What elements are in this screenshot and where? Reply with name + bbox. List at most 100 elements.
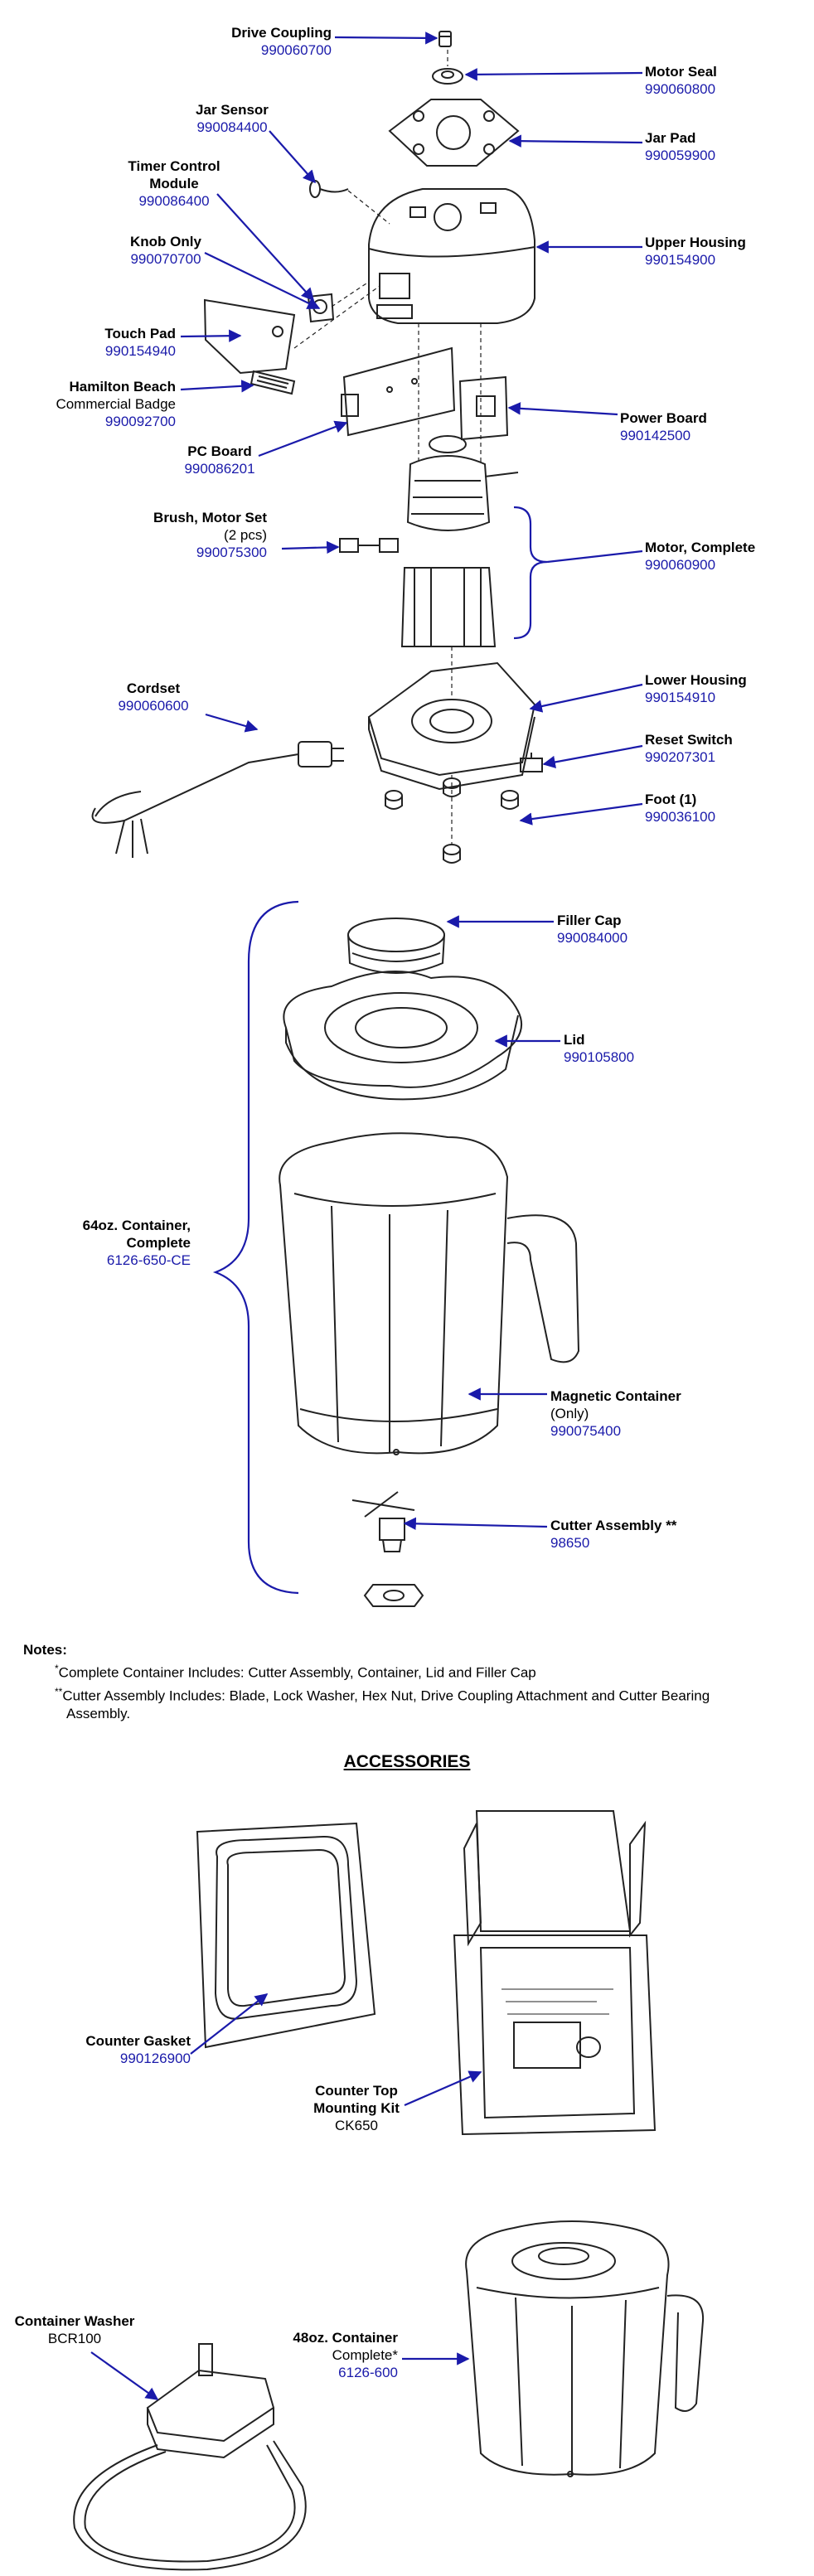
label-counter-top-kit: Counter Top Mounting Kit CK650 (298, 2082, 414, 2134)
part-number: 990070700 (130, 251, 201, 267)
part-name: Counter Gasket (85, 2033, 191, 2049)
part-name: Foot (1) (645, 792, 697, 807)
part-name: 64oz. Container, Complete (82, 1218, 191, 1251)
container-64oz-bracket (212, 900, 299, 1595)
part-number: 990154940 (104, 343, 176, 359)
label-pc-board: PC Board 990086201 (166, 443, 274, 477)
part-number: 990060900 (645, 557, 716, 573)
callout-counter-gasket (190, 1993, 269, 2055)
assembly-guides (293, 50, 482, 845)
label-container-washer: Container Washer BCR100 (8, 2312, 141, 2347)
label-touch-pad: Touch Pad 990154940 (50, 325, 176, 360)
callout-knob (204, 252, 321, 309)
label-lid: Lid 990105800 (564, 1031, 729, 1066)
label-drive-coupling: Drive Coupling 990060700 (166, 24, 332, 59)
part-desc: (2 pcs) (224, 527, 267, 543)
motor-complete-leader (546, 550, 643, 564)
mounting-kit-drawing (453, 1810, 657, 2136)
label-foot: Foot (1) 990036100 (645, 791, 811, 826)
callout-mounting-kit (404, 2070, 482, 2107)
callout-brush-set (281, 540, 340, 554)
counter-gasket-drawing (196, 1822, 376, 2049)
part-number: BCR100 (47, 2331, 102, 2346)
container-64oz-drawing (279, 1132, 580, 1455)
part-number: 990075300 (196, 545, 267, 560)
part-desc: Commercial Badge (56, 396, 176, 412)
part-name: Reset Switch (645, 732, 733, 748)
part-number: 990084000 (557, 930, 628, 946)
label-timer-control-module: Timer Control Module 990086400 (108, 157, 240, 210)
callout-touch-pad (180, 329, 242, 342)
part-name: Filler Cap (557, 913, 622, 928)
note-text: Complete Container Includes: Cutter Asse… (58, 1664, 536, 1681)
callout-motor-seal (464, 68, 643, 81)
part-number: 6126-650-CE (106, 1252, 191, 1268)
reset-switch-drawing (520, 753, 543, 772)
label-filler-cap: Filler Cap 990084000 (557, 912, 723, 947)
part-name: PC Board (187, 443, 252, 459)
callout-badge (180, 380, 254, 393)
label-jar-pad: Jar Pad 990059900 (645, 129, 802, 164)
part-number: 990060800 (645, 81, 716, 97)
part-number: 990075400 (550, 1423, 622, 1439)
callout-cutter (403, 1517, 548, 1531)
power-board-drawing (458, 375, 509, 441)
badge-drawing (250, 370, 296, 395)
cutter-assembly-drawing (351, 1491, 424, 1607)
part-name: Touch Pad (104, 326, 176, 341)
part-number: 990142500 (620, 428, 691, 443)
part-number: 6126-600 (338, 2365, 398, 2380)
part-number: 990084400 (196, 119, 268, 135)
part-desc: Complete* (332, 2347, 398, 2363)
part-name: Drive Coupling (231, 25, 332, 41)
label-container-64oz: 64oz. Container, Complete 6126-650-CE (58, 1217, 191, 1269)
part-number: 990154900 (645, 252, 716, 268)
part-number: 990105800 (564, 1049, 635, 1065)
label-lower-housing: Lower Housing 990154910 (645, 671, 811, 706)
callout-jar-sensor (269, 130, 317, 184)
label-motor-seal: Motor Seal 990060800 (645, 63, 802, 98)
part-name: Upper Housing (645, 235, 746, 250)
label-cutter-assembly: Cutter Assembly ** 98650 (550, 1517, 733, 1552)
label-motor-complete: Motor, Complete 990060900 (645, 539, 811, 574)
pc-board-drawing (341, 346, 456, 437)
label-knob-only: Knob Only 990070700 (108, 233, 224, 268)
part-number: 990126900 (119, 2051, 191, 2066)
part-desc: (Only) (550, 1406, 589, 1421)
part-name: Motor Seal (645, 64, 717, 80)
label-brush-motor-set: Brush, Motor Set (2 pcs) 990075300 (116, 509, 267, 561)
motor-drawing (400, 435, 519, 647)
part-name: Cutter Assembly ** (550, 1518, 677, 1533)
callout-pc-board (258, 420, 348, 458)
part-name: Timer Control Module (128, 158, 220, 191)
note-complete-container: *Complete Container Includes: Cutter Ass… (23, 1659, 769, 1683)
cordset-drawing (91, 741, 344, 858)
part-number: 990154910 (645, 690, 716, 705)
part-number: 990086201 (184, 461, 255, 477)
label-cordset: Cordset 990060600 (108, 680, 199, 714)
motor-complete-bracket (513, 506, 548, 640)
label-counter-gasket: Counter Gasket 990126900 (50, 2032, 191, 2067)
lower-housing-drawing (367, 661, 536, 791)
container-washer-drawing (73, 2343, 307, 2571)
label-jar-sensor: Jar Sensor 990084400 (174, 101, 290, 136)
part-name: Jar Pad (645, 130, 696, 146)
part-number: 990060600 (118, 698, 189, 714)
part-name: Power Board (620, 410, 707, 426)
label-power-board: Power Board 990142500 (620, 409, 786, 444)
part-name: Cordset (126, 680, 181, 696)
note-mark: ** (55, 1685, 63, 1697)
container-48oz-drawing (465, 2220, 705, 2477)
callout-timer-module (216, 193, 315, 302)
drive-coupling-drawing (438, 31, 452, 47)
part-number: 98650 (550, 1535, 590, 1551)
part-name: Counter Top Mounting Kit (313, 2083, 400, 2116)
part-name: Knob Only (130, 234, 201, 249)
part-number: 990092700 (104, 414, 176, 429)
callout-cordset (205, 713, 259, 733)
label-reset-switch: Reset Switch 990207301 (645, 731, 811, 766)
part-number: CK650 (335, 2118, 378, 2133)
part-name: Jar Sensor (196, 102, 269, 118)
jar-sensor-drawing (309, 180, 349, 198)
